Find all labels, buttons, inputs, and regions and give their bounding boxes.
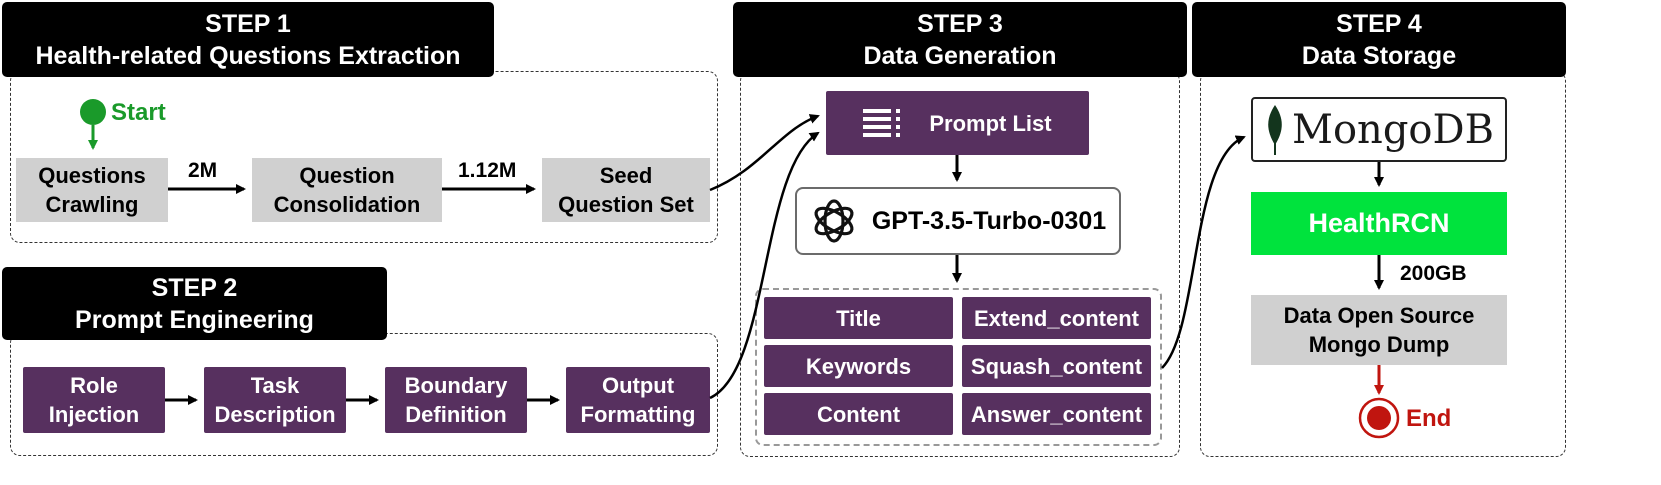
size-label: 200GB xyxy=(1400,262,1467,285)
role-injection-node: Role Injection xyxy=(23,367,165,433)
step2-subtitle: Prompt Engineering xyxy=(75,305,314,334)
edge-label-2m: 2M xyxy=(188,159,218,182)
step3-title: STEP 3 xyxy=(917,9,1003,38)
gpt-model-node: GPT-3.5-Turbo-0301 xyxy=(795,187,1121,255)
step3-header: STEP 3 Data Generation xyxy=(733,2,1187,77)
prompt-list-node: Prompt List xyxy=(826,91,1089,155)
arrow-output-to-prompt-list xyxy=(709,131,820,400)
end-target-icon xyxy=(1358,397,1400,439)
arrow-seed-to-prompt-list xyxy=(709,114,820,192)
step1-subtitle: Health-related Questions Extraction xyxy=(35,41,461,70)
step1-header: STEP 1 Health-related Questions Extracti… xyxy=(2,2,494,77)
step2-title: STEP 2 xyxy=(151,273,238,302)
field-keywords: Keywords xyxy=(764,345,953,387)
boundary-definition-node: Boundary Definition xyxy=(385,367,527,433)
task-description-node: Task Description xyxy=(204,367,346,433)
field-title: Title xyxy=(764,297,953,339)
seed-question-set-node: Seed Question Set xyxy=(542,158,710,222)
questions-crawling-node: Questions Crawling xyxy=(16,158,168,222)
step3-fields-container xyxy=(755,288,1162,446)
gpt-model-label: GPT-3.5-Turbo-0301 xyxy=(871,206,1107,235)
prompt-list-label: Prompt List xyxy=(929,110,1052,136)
mongodb-logo-text: MongoDB xyxy=(1292,106,1494,153)
step4-subtitle: Data Storage xyxy=(1301,41,1457,70)
mongodb-logo-node: MongoDB xyxy=(1251,97,1507,162)
field-content: Content xyxy=(764,393,953,435)
edge-label-1-12m: 1.12M xyxy=(458,159,517,182)
field-answer-content: Answer_content xyxy=(962,393,1151,435)
field-extend-content: Extend_content xyxy=(962,297,1151,339)
arrow-fields-to-mongodb xyxy=(1161,135,1246,369)
field-squash-content: Squash_content xyxy=(962,345,1151,387)
start-label: Start xyxy=(111,99,166,126)
list-icon xyxy=(863,109,901,137)
start-pin-icon xyxy=(80,99,106,150)
step1-title: STEP 1 xyxy=(205,9,291,38)
step2-header: STEP 2 Prompt Engineering xyxy=(2,267,387,340)
question-consolidation-node: Question Consolidation xyxy=(252,158,442,222)
end-label: End xyxy=(1406,405,1452,432)
data-open-source-node: Data Open Source Mongo Dump xyxy=(1251,295,1507,365)
step4-title: STEP 4 xyxy=(1336,9,1422,38)
step4-header: STEP 4 Data Storage xyxy=(1192,2,1566,77)
mongodb-leaf-icon xyxy=(1268,104,1282,155)
openai-logo-icon xyxy=(814,199,854,243)
step3-subtitle: Data Generation xyxy=(863,41,1057,70)
output-formatting-node: Output Formatting xyxy=(566,367,710,433)
healthrcn-node: HealthRCN xyxy=(1251,192,1507,255)
